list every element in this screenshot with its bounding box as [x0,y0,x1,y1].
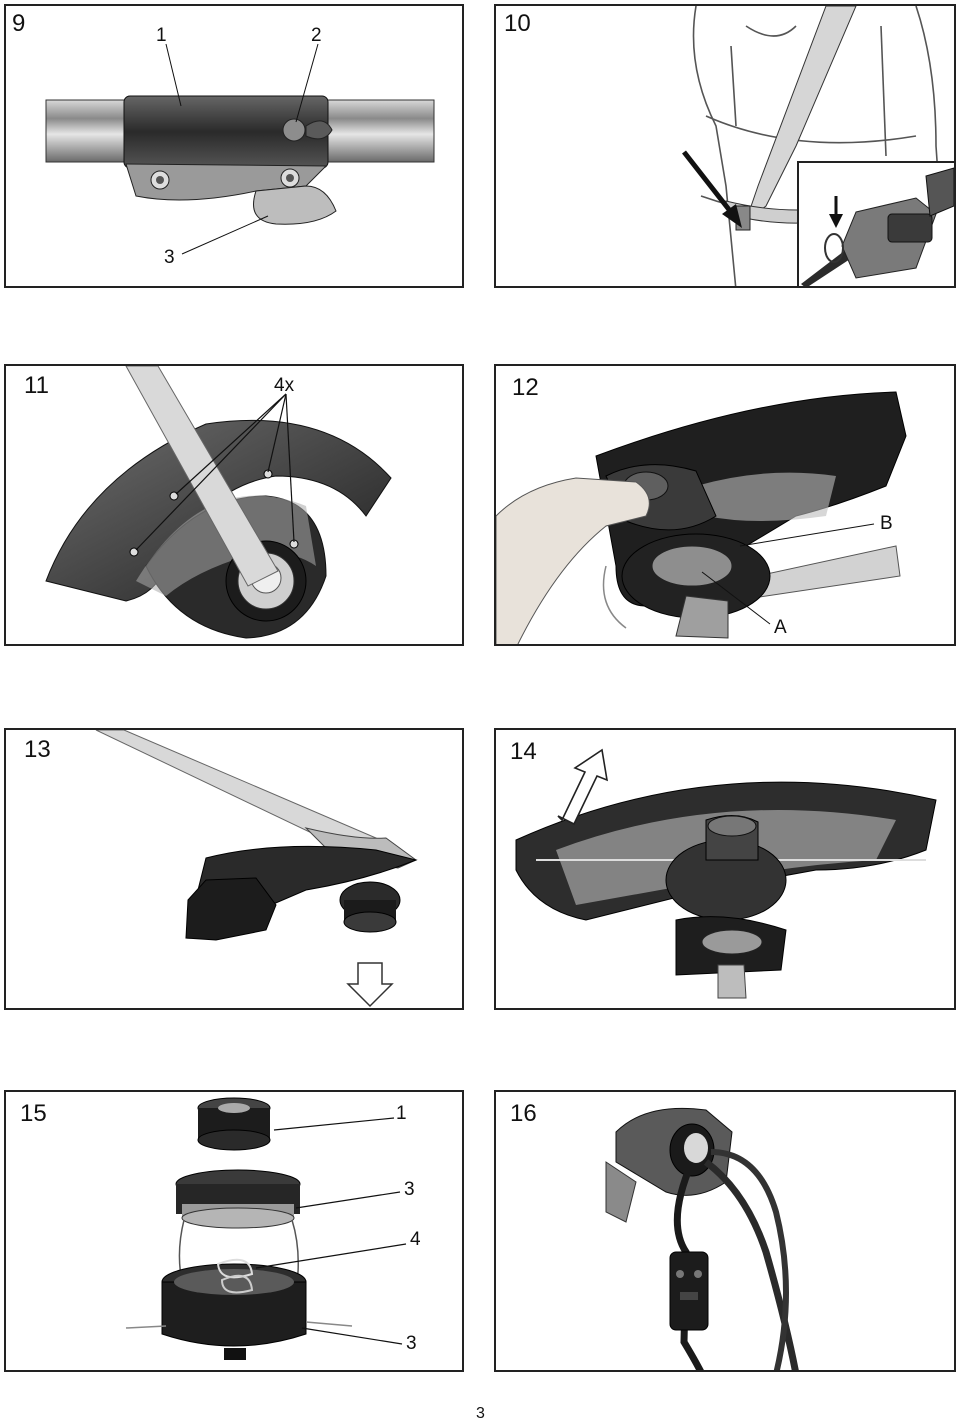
line-cutting-photo [515,748,937,999]
callout-2: 2 [311,25,322,46]
callout-3-upper: 3 [404,1179,415,1200]
figure-number: 14 [510,738,537,765]
callout-4: 4 [410,1229,421,1250]
figure-10: 10 [494,4,956,288]
figure-14: 14 [494,728,956,1010]
figure-number: 10 [504,10,531,37]
figure-11: 11 4x [4,364,464,646]
callout-1: 1 [396,1103,407,1124]
cable-strain-relief-photo [605,1107,799,1370]
guard-installation-photo [45,366,392,639]
figure-12: 12 B A [494,364,956,646]
figure-16: 16 [494,1090,956,1372]
callout-b: B [880,513,893,534]
trimmer-head-photo [95,730,418,1008]
spool-cover-photo [496,391,907,644]
callout-3: 3 [164,247,175,268]
callout-1: 1 [156,25,167,46]
clamp-illustration [45,43,435,255]
shoulder-strap-illustration [682,6,954,286]
figure-number: 16 [510,1100,537,1127]
figure-number: 13 [24,736,51,763]
figure-number: 11 [24,372,49,399]
figure-number: 12 [512,374,539,401]
figure-15: 15 1 3 4 3 [4,1090,464,1372]
callout-4x: 4x [274,375,295,396]
page-number: 3 [476,1405,485,1422]
spool-parts-photo [125,1097,407,1360]
figure-9: 9 1 2 3 [4,4,464,288]
figure-number: 9 [12,10,26,37]
figure-13: 13 [4,728,464,1010]
callout-3-lower: 3 [406,1333,417,1354]
callout-a: A [774,617,787,638]
figure-number: 15 [20,1100,47,1127]
